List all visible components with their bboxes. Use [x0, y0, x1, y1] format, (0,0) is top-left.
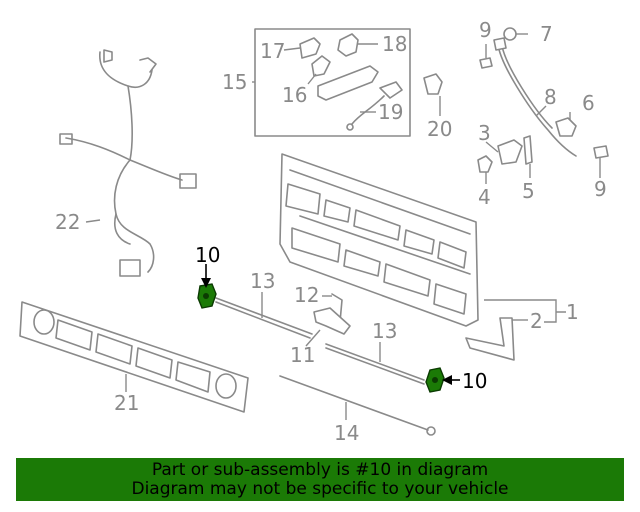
- callout-3: 3: [478, 121, 491, 145]
- part-8-support-cable: [493, 37, 577, 157]
- callout-17: 17: [260, 39, 285, 63]
- part-12-link: [331, 293, 343, 323]
- part-13-rod-left: [215, 297, 313, 339]
- part-9-bolt-upper: [479, 57, 493, 69]
- part-16-handle: [311, 55, 379, 101]
- part-1-tailgate: [279, 153, 479, 327]
- callout-4: 4: [478, 185, 491, 209]
- callout-11: 11: [290, 343, 315, 367]
- part-21-trim-panel: [19, 301, 249, 413]
- arrowhead-10-left: [201, 278, 211, 288]
- callout-18: 18: [382, 32, 407, 56]
- part-9-bolt-lower: [593, 145, 609, 159]
- part-20-grommet: [423, 73, 443, 95]
- callout-21: 21: [114, 391, 139, 415]
- part-11-release-handle: [313, 307, 351, 335]
- banner-line-1: Part or sub-assembly is #10 in diagram: [151, 460, 489, 480]
- callout-13-left: 13: [250, 269, 275, 293]
- callout-22: 22: [55, 210, 80, 234]
- part-3-striker: [497, 139, 523, 165]
- callout-14: 14: [334, 421, 359, 445]
- callout-9-upper: 9: [479, 18, 492, 42]
- part-7-nut: [503, 27, 517, 41]
- callout-1: 1: [566, 300, 579, 324]
- part-17-clip: [299, 37, 321, 59]
- part-14-rod: [279, 375, 436, 436]
- info-banner: Part or sub-assembly is #10 in diagram D…: [16, 458, 624, 501]
- part-5-bracket: [523, 135, 533, 165]
- callout-15: 15: [222, 70, 247, 94]
- callout-labels: 1 2 3 4 5 6 7 8 9 9 10 10 11 12 13 13 14…: [55, 18, 607, 445]
- callout-8: 8: [544, 85, 557, 109]
- callout-12: 12: [294, 283, 319, 307]
- banner-line-2: Diagram may not be specific to your vehi…: [131, 479, 509, 499]
- leader-lines: [85, 33, 601, 420]
- callout-10-left: 10: [195, 243, 220, 267]
- part-6-bushing: [555, 117, 577, 137]
- callout-13-right: 13: [372, 319, 397, 343]
- callout-20: 20: [427, 117, 452, 141]
- part-10-latch-right: [425, 367, 445, 393]
- part-10-latch-left: [197, 283, 217, 309]
- arrowhead-10-right: [442, 375, 452, 385]
- callout-16: 16: [282, 83, 307, 107]
- part-4-bumper: [477, 155, 493, 173]
- callout-2: 2: [530, 309, 543, 333]
- part-18-bracket: [337, 33, 359, 57]
- part-13-rod-right: [325, 343, 425, 385]
- callout-5: 5: [522, 179, 535, 203]
- callout-7: 7: [540, 22, 553, 46]
- callout-9-lower: 9: [594, 177, 607, 201]
- callout-6: 6: [582, 91, 595, 115]
- callout-19: 19: [378, 100, 403, 124]
- callout-10-right: 10: [462, 369, 487, 393]
- part-2-hinge: [465, 317, 515, 361]
- part-22-wiring-harness: [59, 49, 197, 277]
